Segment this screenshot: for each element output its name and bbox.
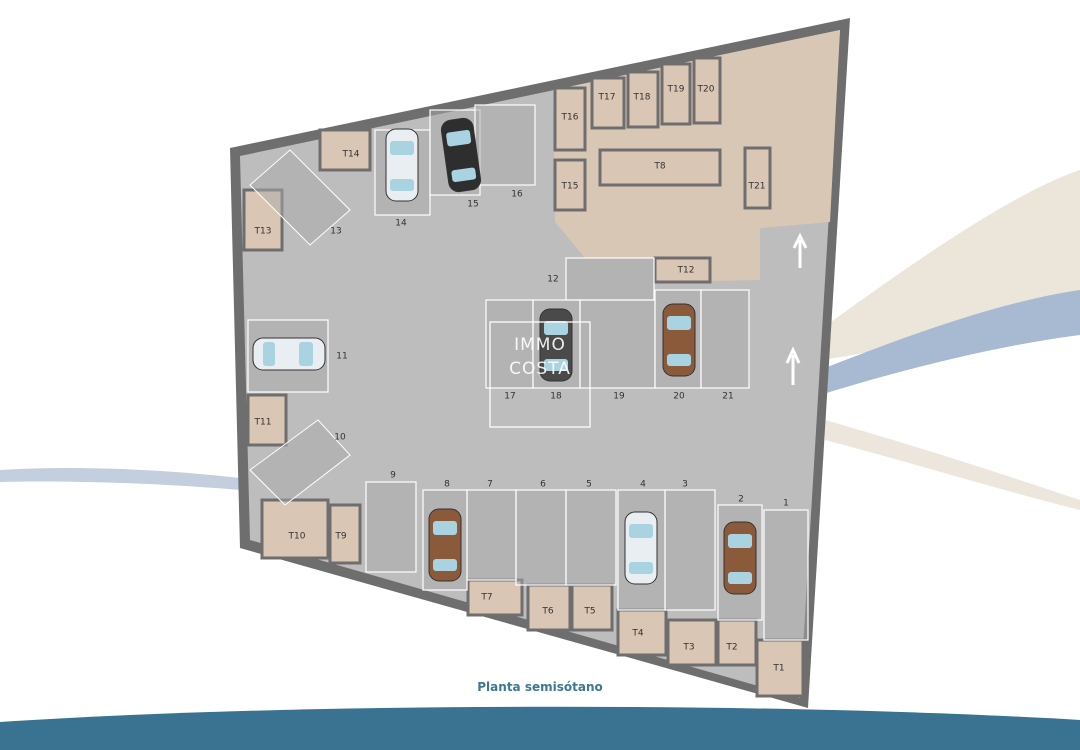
parking-space-label: 4	[640, 480, 646, 490]
parking-space-9	[365, 481, 417, 573]
storage-room-label: T5	[583, 607, 595, 617]
storage-room-T2	[716, 618, 758, 667]
car-brown	[428, 508, 462, 582]
car-brown	[662, 303, 696, 377]
background-swoosh-right-low	[825, 420, 1080, 510]
storage-room-label: T17	[598, 93, 616, 103]
parking-space-21	[700, 289, 750, 389]
parking-space-label: 11	[336, 352, 347, 362]
storage-room-T11	[246, 393, 288, 447]
parking-space-label: 8	[444, 480, 450, 490]
storage-room-T6	[526, 583, 572, 632]
parking-space-label: 2	[738, 495, 744, 505]
parking-space-label: 16	[511, 190, 523, 200]
storage-room-label: T16	[561, 113, 579, 123]
car-black	[440, 117, 482, 193]
car-white	[385, 128, 419, 202]
storage-room-T12	[653, 256, 712, 284]
bottom-band	[0, 706, 1080, 750]
storage-room-T3	[666, 618, 718, 667]
storage-room-label: T18	[633, 93, 651, 103]
storage-room-label: T13	[254, 227, 272, 237]
storage-room-label: T6	[541, 607, 553, 617]
storage-room-T16	[553, 86, 587, 152]
parking-space-label: 15	[467, 200, 478, 210]
parking-space-13	[249, 149, 351, 246]
parking-space-label: 9	[390, 471, 396, 481]
parking-space-label: 14	[395, 219, 407, 229]
storage-room-label: T14	[342, 150, 360, 160]
storage-room-label: T2	[725, 643, 737, 653]
storage-room-label: T19	[667, 85, 685, 95]
parking-space-label: 21	[722, 392, 733, 402]
storage-room-label: T21	[748, 182, 766, 192]
up-arrow-icon	[785, 346, 801, 385]
storage-room-T19	[660, 62, 692, 126]
parking-space-6	[515, 489, 567, 586]
storage-room-label: T9	[334, 532, 346, 542]
storage-room-label: T1	[772, 664, 784, 674]
parking-space-label: 10	[334, 433, 346, 443]
storage-room-T18	[626, 70, 660, 129]
storage-room-T5	[570, 583, 614, 632]
storage-room-T20	[692, 56, 722, 125]
storage-room-T7	[466, 578, 524, 617]
parking-space-label: 1	[783, 499, 789, 509]
storage-room-label: T4	[631, 629, 643, 639]
storage-room-label: T12	[677, 266, 695, 276]
car-white	[252, 337, 326, 371]
storage-room-label: T3	[682, 643, 694, 653]
parking-space-label: 18	[550, 392, 562, 402]
parking-space-label: 12	[547, 275, 558, 285]
parking-space-label: 5	[586, 480, 592, 490]
parking-space-label: 3	[682, 480, 688, 490]
storage-room-label: T10	[288, 532, 306, 542]
watermark-line1: IMMO	[514, 335, 566, 355]
storage-room-label: T11	[254, 418, 272, 428]
storage-room-T9	[328, 503, 362, 565]
parking-space-19	[579, 299, 656, 389]
parking-space-1	[763, 509, 809, 641]
storage-room-label: T8	[653, 162, 665, 172]
background-swoosh-blue	[820, 290, 1080, 395]
background-swoosh-left	[0, 467, 240, 490]
parking-space-10	[249, 419, 351, 506]
storage-room-label: T15	[561, 182, 579, 192]
watermark-box	[489, 321, 591, 428]
storage-room-T10	[260, 498, 330, 560]
parking-space-7	[466, 489, 517, 581]
parking-space-label: 7	[487, 480, 493, 490]
car-brown	[723, 521, 757, 595]
storage-room-T21	[743, 146, 772, 210]
car-dark-grey	[539, 308, 573, 382]
parking-space-5	[565, 489, 617, 586]
car-white	[624, 511, 658, 585]
parking-space-label: 17	[504, 392, 515, 402]
parking-space-label: 13	[330, 227, 341, 237]
up-arrow-icon	[792, 232, 808, 268]
storage-room-label: T7	[480, 593, 492, 603]
parking-space-17	[485, 299, 534, 389]
storage-room-T8	[598, 148, 722, 187]
parking-space-label: 20	[673, 392, 685, 402]
parking-space-3	[664, 489, 716, 611]
storage-room-T17	[590, 76, 626, 130]
parking-space-label: 6	[540, 480, 546, 490]
storage-room-T15	[553, 158, 587, 212]
plan-caption: Planta semisótano	[477, 680, 603, 694]
watermark-line2: COSTA	[509, 359, 571, 379]
parking-space-12	[565, 257, 655, 301]
storage-room-label: T20	[697, 85, 715, 95]
parking-space-16	[474, 104, 536, 186]
storage-room-T14	[318, 128, 372, 172]
parking-space-label: 19	[613, 392, 625, 402]
